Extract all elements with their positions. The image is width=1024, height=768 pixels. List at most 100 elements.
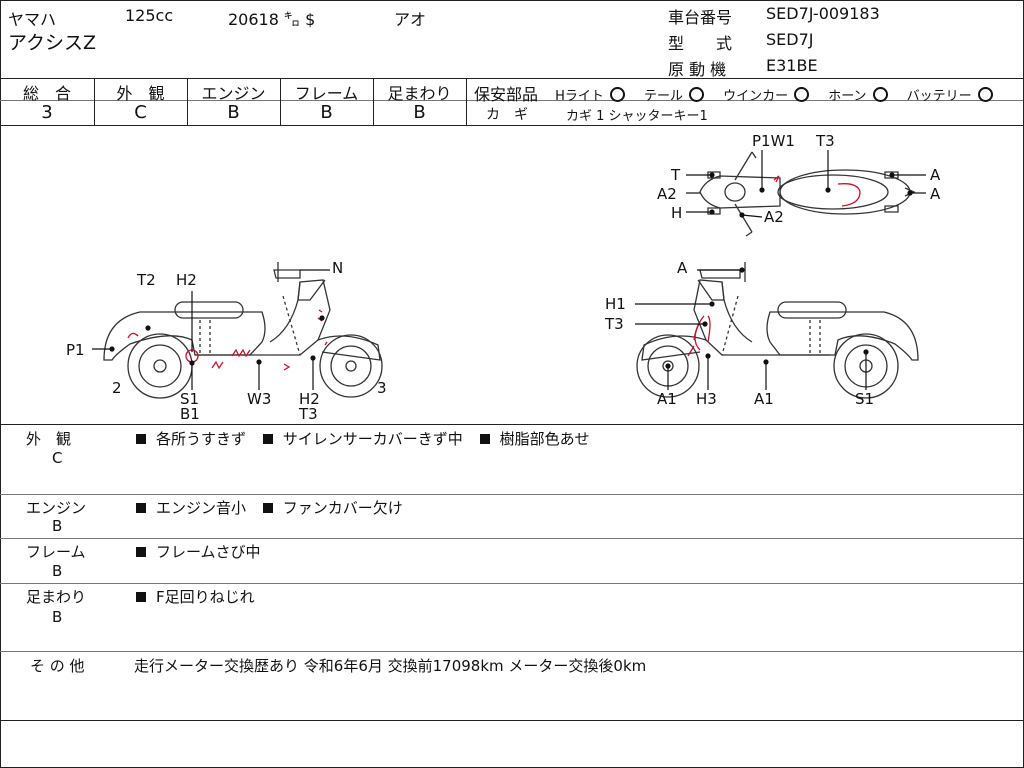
diagram-label: P1W1 (752, 132, 795, 150)
ok-circle-icon (794, 87, 810, 102)
bullet-square-icon (136, 434, 146, 444)
divider (0, 494, 1023, 495)
ok-circle-icon (609, 87, 625, 102)
diagram-label: A1 (754, 390, 774, 408)
grade-suspension-label: 足まわり (387, 84, 452, 103)
diagram-label: B1 (180, 405, 200, 423)
bullet-square-icon (136, 547, 146, 557)
note-category-engine: エンジン (26, 499, 87, 517)
other-label: そ の 他 (30, 657, 85, 675)
note-items-frame: フレームさび中 (136, 541, 273, 562)
divider (0, 720, 1023, 721)
diagram-label: T3 (298, 405, 318, 423)
diagram-label: H1 (605, 295, 626, 313)
divider (0, 583, 1023, 584)
type-label: 型 式 (668, 34, 733, 53)
divider (373, 78, 374, 125)
key-label: カ ギ (486, 107, 528, 123)
diagram-label: T3 (815, 132, 835, 150)
frame-no: SED7J-009183 (766, 4, 880, 23)
grade-exterior-value: C (134, 102, 147, 123)
divider (280, 78, 281, 125)
diagram-label: A2 (657, 185, 677, 203)
other-text: 走行メーター交換歴あり 令和6年6月 交換前17098km メーター交換後0km (134, 657, 647, 675)
diagram-label: P1 (66, 341, 85, 359)
diagram-label: W3 (247, 390, 271, 408)
scooter-top-view-icon (699, 151, 916, 237)
note-category-frame: フレーム (26, 543, 86, 561)
diagram-label: A2 (764, 208, 784, 226)
safety-item-horn: ホーン (828, 87, 901, 104)
divider (466, 78, 467, 125)
grade-frame-value: B (320, 102, 333, 123)
safety-item-winker: ウインカー (723, 87, 823, 104)
safety-item-headlight: Hライト (555, 87, 639, 104)
bullet-square-icon (136, 592, 146, 602)
grade-exterior-label: 外 観 (116, 84, 165, 103)
diagram-label: S1 (180, 390, 199, 408)
note-grade-engine: B (52, 517, 63, 535)
diagram-label: H3 (696, 390, 717, 408)
note-items-exterior: 各所うすきず サイレンサーカバーきず中 樹脂部色あせ (136, 428, 602, 449)
note-grade-exterior: C (52, 449, 63, 467)
damage-diagram: N T2 H2 P1 2 S1 B1 W3 H2 T3 3 A H1 T3 A1… (66, 132, 941, 423)
diagram-label: A1 (657, 390, 677, 408)
bullet-square-icon (136, 503, 146, 513)
ok-circle-icon (977, 87, 993, 102)
safety-label: 保安部品 (474, 85, 539, 104)
note-items-suspension: F足回りねじれ (136, 586, 267, 607)
scooter-left-side-icon (103, 262, 383, 399)
divider (0, 538, 1023, 539)
key-value: カギ 1 シャッターキー1 (566, 109, 708, 124)
frame-no-label: 車台番号 (668, 8, 733, 27)
bullet-square-icon (479, 434, 490, 444)
divider (187, 78, 188, 125)
ok-circle-icon (872, 87, 888, 102)
grade-suspension-value: B (413, 102, 426, 123)
grade-engine-value: B (227, 102, 240, 123)
divider (0, 424, 1023, 425)
maker: ヤマハ (8, 10, 57, 29)
diagram-label: S1 (855, 390, 874, 408)
ok-circle-icon (689, 87, 704, 102)
divider (94, 78, 95, 125)
safety-item-battery: バッテリー (907, 87, 1007, 104)
diagram-label: N (332, 259, 343, 277)
model-name: アクシスZ (8, 32, 97, 54)
diagram-label: T2 (136, 271, 156, 289)
engine-value: E31BE (766, 56, 818, 75)
bullet-square-icon (262, 503, 273, 513)
diagram-label: 2 (112, 379, 122, 397)
displacement: 125cc (125, 6, 174, 25)
scooter-right-side-icon (636, 262, 919, 399)
safety-row: 保安部品 Hライト テール ウインカー ホーン バッテリー (474, 81, 1007, 105)
bullet-square-icon (262, 434, 273, 444)
divider (0, 100, 1023, 101)
safety-item-tail: テール (644, 87, 718, 104)
diagram-label: T (670, 166, 681, 184)
grade-overall-label: 総 合 (22, 84, 71, 103)
divider (0, 651, 1023, 652)
note-grade-frame: B (52, 562, 63, 580)
grade-engine-label: エンジン (201, 84, 266, 103)
note-category-exterior: 外 観 (26, 430, 72, 448)
grade-frame-label: フレーム (294, 84, 359, 103)
diagram-label: A (677, 259, 688, 277)
color: アオ (394, 10, 427, 29)
note-category-suspension: 足まわり (26, 588, 87, 606)
diagram-label: H (671, 204, 682, 222)
diagram-label: A (930, 166, 941, 184)
grade-overall-value: 3 (41, 102, 53, 123)
note-grade-suspension: B (52, 608, 63, 626)
note-items-engine: エンジン音小 ファンカバー欠け (136, 497, 415, 518)
diagram-label: 3 (377, 379, 387, 397)
divider (0, 125, 1023, 126)
diagram-label: A (930, 185, 941, 203)
divider (0, 78, 1023, 79)
type-value: SED7J (766, 30, 814, 49)
diagram-label: T3 (604, 315, 624, 333)
diagram-label: H2 (299, 390, 320, 408)
diagram-label: H2 (176, 271, 197, 289)
mileage: 20618 ㌔ $ (228, 10, 316, 29)
engine-label: 原 動 機 (668, 60, 727, 79)
